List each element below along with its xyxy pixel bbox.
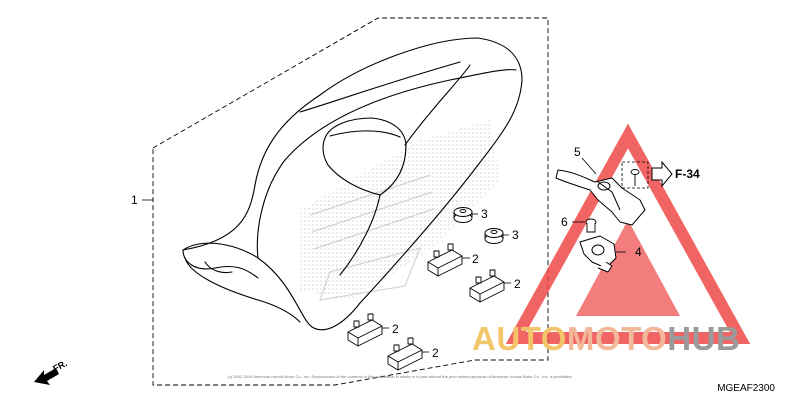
- callout-part-2b: 2: [514, 277, 521, 291]
- callout-part-3b: 3: [512, 228, 519, 242]
- bolt-part-6: [585, 218, 597, 233]
- callout-part-1: 1: [131, 193, 138, 207]
- block-part-2a: [427, 243, 463, 277]
- watermark-moto: MOTO: [567, 320, 667, 357]
- callout-part-3a: 3: [481, 207, 488, 221]
- reference-box: [621, 161, 649, 189]
- callout-part-2a: 2: [472, 252, 479, 266]
- drawing-code: MGEAF2300: [717, 383, 775, 394]
- reference-arrow: [651, 160, 673, 188]
- reference-label: F-34: [675, 167, 700, 181]
- cable-guide-part-4: [579, 235, 617, 273]
- seat-lock-part-5: [555, 169, 646, 226]
- front-marker-label: FR.: [51, 358, 68, 374]
- block-part-2b: [469, 269, 505, 303]
- cushion-part-3b: [484, 228, 504, 244]
- watermark-text: AUTOMOTOHUB: [472, 320, 740, 357]
- watermark-auto: AUTO: [472, 320, 567, 357]
- assembly-frame: [152, 17, 549, 386]
- callout-part-2c: 2: [392, 322, 399, 336]
- block-part-2c: [347, 313, 383, 347]
- front-direction-marker: FR.: [34, 358, 69, 385]
- seat-shading: [300, 120, 500, 300]
- callout-part-5: 5: [574, 145, 581, 159]
- copyright-notice: (c) 2002-2019 American Honda Motor Co., …: [227, 374, 572, 379]
- callout-part-6: 6: [561, 215, 568, 229]
- callout-part-2d: 2: [432, 346, 439, 360]
- screw-near-reference: [630, 169, 640, 186]
- cushion-part-3a: [453, 207, 473, 223]
- watermark-triangle: [505, 123, 751, 344]
- block-part-2d: [387, 337, 423, 371]
- seat: [182, 37, 523, 331]
- brand-emblem: [309, 174, 435, 301]
- watermark-hub: HUB: [667, 320, 740, 357]
- callout-part-4: 4: [635, 245, 642, 259]
